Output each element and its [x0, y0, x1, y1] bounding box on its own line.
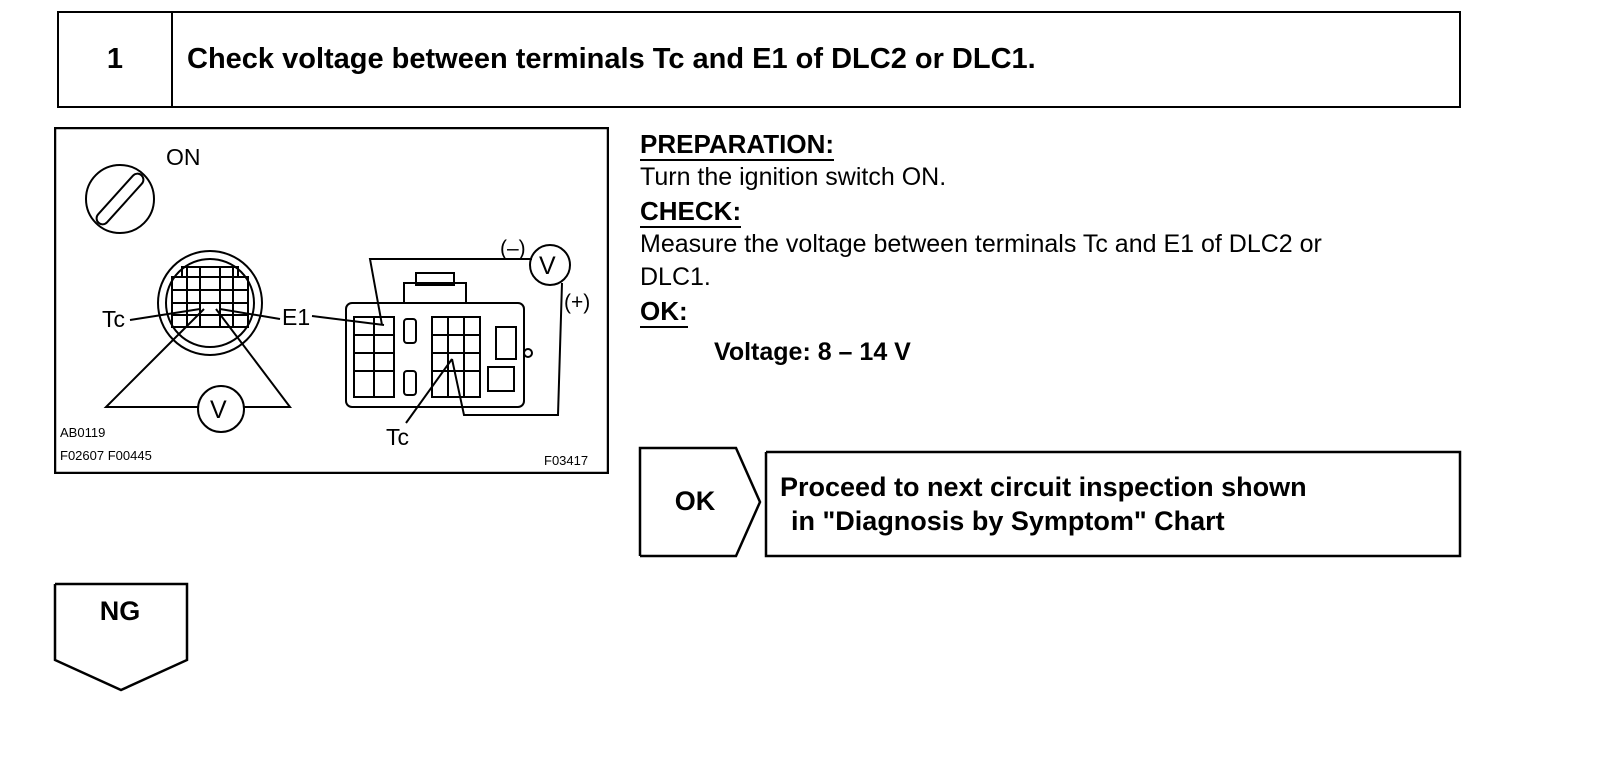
ok-result: Proceed to next circuit inspection shown…	[766, 452, 1460, 556]
figure-code-3: F03417	[544, 453, 588, 468]
step-title: Check voltage between terminals Tc and E…	[187, 43, 1036, 75]
check-heading: CHECK:	[640, 196, 742, 228]
ok-result-box	[764, 450, 1462, 558]
step-number: 1	[59, 13, 173, 106]
connector-illustration: ON Tc E1 V	[54, 127, 609, 474]
check-text-line-1: Measure the voltage between terminals Tc…	[640, 230, 1322, 258]
figure-code-2: F02607 F00445	[60, 448, 152, 463]
tc-left-label: Tc	[102, 306, 125, 332]
ignition-switch-icon	[85, 164, 155, 234]
ng-label: NG	[99, 596, 141, 626]
e1-label: E1	[282, 304, 310, 330]
figure-code-1: AB0119	[60, 425, 105, 440]
tc-bottom-label: Tc	[386, 424, 409, 450]
ng-arrow-shape	[53, 582, 189, 692]
plus-label: (+)	[564, 291, 590, 314]
dlc2-connector-icon	[345, 272, 533, 408]
voltmeter-right-label: V	[539, 252, 556, 280]
ok-arrow-shape	[638, 446, 762, 558]
ok-result-line-1: Proceed to next circuit inspection shown	[780, 472, 1307, 502]
switch-on-label: ON	[166, 144, 201, 170]
ng-branch: NG	[53, 582, 189, 694]
preparation-text: Turn the ignition switch ON.	[640, 163, 947, 191]
ok-result-line-2: in "Diagnosis by Symptom" Chart	[791, 506, 1225, 536]
ok-heading: OK:	[640, 296, 688, 328]
voltmeter-left-label: V	[210, 396, 227, 424]
voltage-spec: Voltage: 8 – 14 V	[714, 338, 911, 366]
procedure: PREPARATION: Turn the ignition switch ON…	[640, 127, 1470, 372]
preparation-heading: PREPARATION:	[640, 129, 835, 161]
check-text-line-2: DLC1.	[640, 263, 711, 291]
minus-label: (–)	[500, 237, 526, 260]
figure-frame	[54, 127, 609, 474]
dlc1-connector-icon	[157, 250, 263, 356]
ok-branch: OK Proceed to next circuit inspection sh…	[638, 446, 1464, 558]
ok-label: OK	[674, 485, 716, 516]
step-header: 1 Check voltage between terminals Tc and…	[57, 11, 1461, 108]
